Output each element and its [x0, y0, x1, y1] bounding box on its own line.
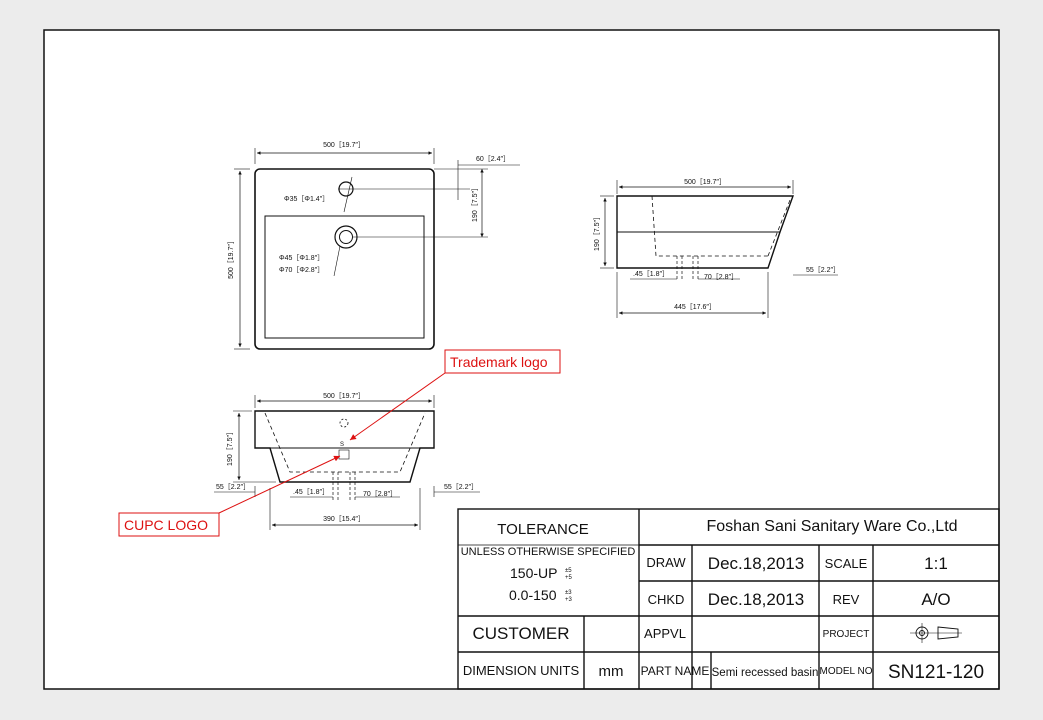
top-view: [234, 148, 520, 350]
svg-text:+5: +5: [565, 575, 573, 581]
front-drain-offset: .45［1.8″］: [293, 488, 329, 496]
title-block: TOLERANCE UNLESS OTHERWISE SPECIFIED 150…: [457, 508, 1000, 690]
front-view-outline: [254, 410, 435, 483]
part-name-value: Semi recessed basin: [712, 667, 819, 679]
side-view-outline: [616, 195, 794, 269]
top-depth-dim: 190［7.5″］: [471, 184, 479, 222]
project-label: PROJECT: [823, 629, 870, 640]
callouts: Trademark logo CUPC LOGO: [118, 349, 561, 537]
top-offset-dim: 60［2.4″］: [476, 155, 510, 163]
chkd-label: CHKD: [648, 592, 685, 607]
trademark-logo-mark: S: [340, 442, 344, 448]
projection-symbol-icon: [910, 623, 962, 643]
top-view-bowl: [264, 215, 425, 339]
top-view-labels: 500［19.7″］ 500［19.7″］ 60［2.4″］ 190［7.5″］…: [227, 141, 510, 279]
part-name-label: PART NAME: [641, 664, 710, 678]
side-view-labels: 500［19.7″］ 190［7.5″］ .45［1.8″］ 70［2.8″］ …: [593, 178, 840, 311]
hole-dim-45: Φ45［Φ1.8″］: [279, 254, 324, 262]
dimension-units-label: DIMENSION UNITS: [463, 663, 580, 678]
side-drain-offset: .45［1.8″］: [633, 270, 669, 278]
side-height-dim: 190［7.5″］: [593, 213, 601, 251]
cupc-callout-label: CUPC LOGO: [124, 517, 208, 533]
front-left-rim: 55［2.2″］: [216, 483, 250, 491]
side-drain-dia: 70［2.8″］: [704, 273, 738, 281]
side-width-dim: 500［19.7″］: [684, 178, 726, 186]
hole-dim-35: Φ35［Φ1.4″］: [284, 195, 329, 203]
appvl-label: APPVL: [644, 626, 686, 641]
tolerance-row-1: 150-UP: [510, 565, 557, 581]
chkd-date: Dec.18,2013: [708, 590, 804, 609]
side-rim-dim: 55［2.2″］: [806, 266, 840, 274]
trademark-callout-label: Trademark logo: [450, 354, 548, 370]
unless-specified: UNLESS OTHERWISE SPECIFIED: [461, 546, 636, 558]
cupc-logo-mark: [338, 449, 350, 460]
front-bottom-dim: 390［15.4″］: [323, 515, 365, 523]
top-view-outline: [254, 168, 435, 350]
draw-label: DRAW: [646, 555, 686, 570]
dimension-units-value: mm: [599, 663, 624, 680]
tolerance-row-2: 0.0-150: [509, 587, 557, 603]
rev-label: REV: [833, 592, 860, 607]
side-bottom-dim: 445［17.6″］: [674, 303, 716, 311]
side-view: [600, 180, 838, 318]
customer-label: CUSTOMER: [473, 624, 570, 643]
tolerance-heading: TOLERANCE: [497, 521, 588, 538]
svg-text:±5: ±5: [565, 568, 572, 574]
hole-dim-70: Φ70［Φ2.8″］: [279, 266, 324, 274]
model-no-label: MODEL NO: [820, 666, 873, 677]
top-width-dim: 500［19.7″］: [323, 141, 365, 149]
scale-label: SCALE: [825, 556, 868, 571]
top-height-dim: 500［19.7″］: [227, 237, 235, 279]
front-drain-dia: 70［2.8″］: [363, 490, 397, 498]
trademark-callout-box: [444, 349, 561, 374]
front-view: [214, 395, 480, 530]
front-view-labels: 500［19.7″］ 190［7.5″］ 55［2.2″］ .45［1.8″］ …: [216, 392, 478, 523]
front-right-rim: 55［2.2″］: [444, 483, 478, 491]
company-name: Foshan Sani Sanitary Ware Co.,Ltd: [706, 518, 957, 535]
svg-text:±3: ±3: [565, 590, 572, 596]
draw-date: Dec.18,2013: [708, 554, 804, 573]
front-width-dim: 500［19.7″］: [323, 392, 365, 400]
drawing-border: [43, 29, 1000, 690]
scale-value: 1:1: [924, 554, 948, 573]
cupc-callout-box: [118, 512, 220, 537]
front-height-dim: 190［7.5″］: [226, 428, 234, 466]
model-no-value: SN121-120: [888, 662, 984, 683]
svg-text:+3: +3: [565, 597, 573, 603]
rev-value: A/O: [921, 590, 950, 609]
